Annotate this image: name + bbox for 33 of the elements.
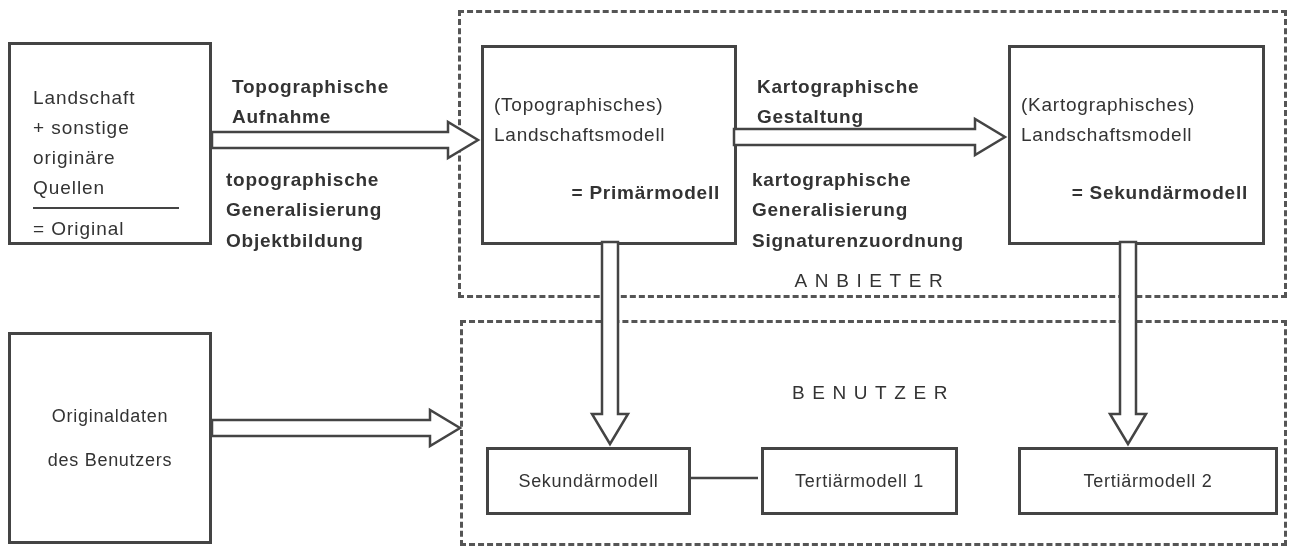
hollow-arrow	[1107, 240, 1149, 447]
box-label: Tertiärmodell 2	[1083, 469, 1213, 493]
edge-label: Kartographische Gestaltung	[757, 75, 921, 129]
hollow-arrow	[732, 116, 1008, 158]
process-note: kartographische Generalisierung	[752, 168, 913, 222]
box-label: Sekundärmodell	[518, 469, 659, 493]
box-label: Tertiärmodell 1	[795, 469, 924, 493]
process-box	[481, 45, 737, 245]
dashed-group-region	[460, 320, 1287, 546]
box-label: = Sekundärmodell	[1071, 181, 1249, 205]
box-label: Landschaft + sonstige originäre Quellen	[33, 86, 137, 200]
region-label: ANBIETER	[794, 269, 951, 293]
process-note: Signaturenzuordnung	[752, 229, 964, 253]
process-box	[8, 332, 212, 544]
hollow-arrow	[589, 240, 631, 447]
connector-line	[688, 476, 758, 480]
process-box	[761, 447, 958, 515]
process-box	[486, 447, 691, 515]
process-box	[1008, 45, 1265, 245]
hollow-arrow	[210, 119, 481, 161]
region-label: BENUTZER	[791, 381, 956, 405]
process-note: Objektbildung	[226, 229, 364, 253]
box-label: (Topographisches) Landschaftsmodell	[494, 93, 667, 147]
process-box	[8, 42, 212, 245]
edge-label: Topographische Aufnahme	[232, 75, 391, 129]
box-label: = Primärmodell	[571, 181, 721, 205]
box-label: = Original	[33, 217, 125, 241]
box-label: Originaldaten des Benutzers	[46, 405, 174, 472]
process-note: topographische Generalisierung	[226, 168, 384, 222]
hollow-arrow	[210, 407, 463, 449]
process-box	[1018, 447, 1278, 515]
dashed-group-region	[458, 10, 1287, 298]
box-label: (Kartographisches) Landschaftsmodell	[1021, 93, 1197, 147]
